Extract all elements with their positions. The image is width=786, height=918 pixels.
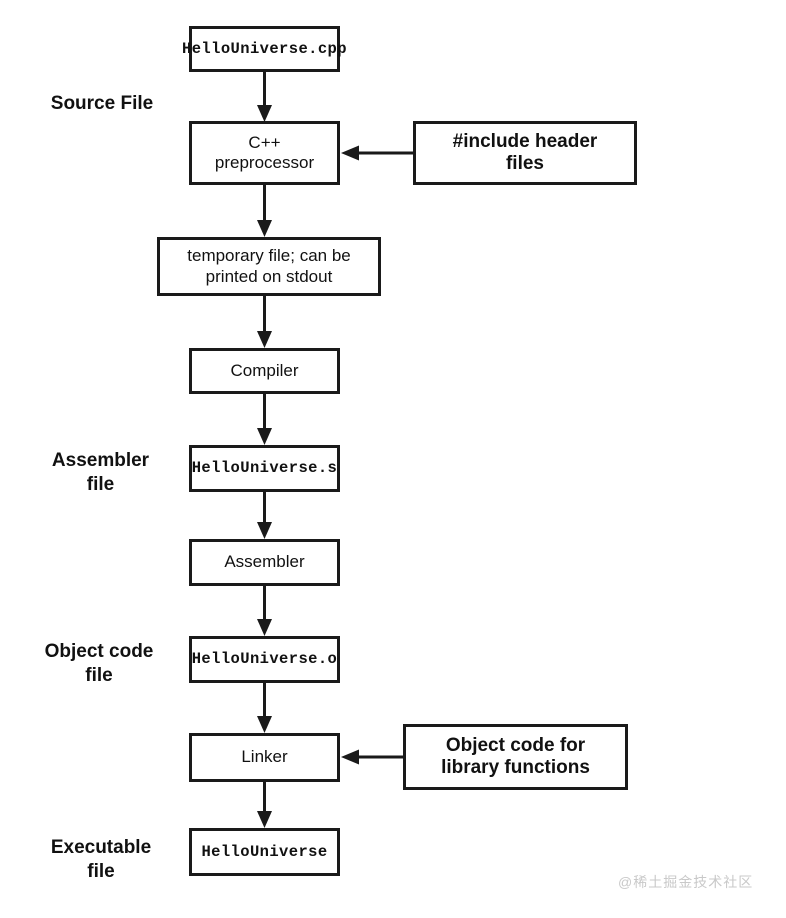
node-label: C++ preprocessor: [214, 132, 315, 172]
node-label: #include header files: [452, 130, 598, 174]
arrow-tempfile-to-compiler: [257, 296, 272, 348]
node-label: Assembler: [224, 552, 305, 572]
node-label: HelloUniverse.s: [191, 459, 338, 478]
arrow-preprocessor-to-tempfile: [257, 185, 272, 237]
node-label: HelloUniverse.o: [191, 650, 338, 669]
node-compiler[interactable]: Compiler: [189, 348, 340, 394]
arrow-assembler-to-objectcode: [257, 586, 272, 636]
node-executable[interactable]: HelloUniverse: [189, 828, 340, 876]
watermark: @稀土掘金技术社区: [618, 874, 754, 890]
arrow-libobject-to-linker: [341, 749, 403, 765]
node-cpp-preprocessor[interactable]: C++ preprocessor: [189, 121, 340, 185]
node-label: Compiler: [230, 360, 299, 380]
node-label: HelloUniverse: [201, 842, 328, 861]
stage-label-object-code-file: Object code file: [44, 641, 154, 686]
stage-label-source-file: Source File: [50, 93, 154, 114]
node-library-object-code[interactable]: Object code for library functions: [403, 724, 628, 790]
node-include-header-files[interactable]: #include header files: [413, 121, 637, 185]
stage-label-executable-file: Executable file: [50, 837, 152, 882]
node-label: Object code for library functions: [441, 734, 590, 778]
arrow-include-to-preprocessor: [341, 145, 413, 161]
node-label: Linker: [241, 747, 288, 767]
node-assembler[interactable]: Assembler: [189, 539, 340, 586]
arrow-assembly-to-assembler: [257, 492, 272, 539]
arrow-linker-to-executable: [257, 782, 272, 828]
arrow-source-to-preprocessor: [257, 72, 272, 122]
node-source-file[interactable]: HelloUniverse.cpp: [182, 26, 347, 72]
node-label: HelloUniverse.cpp: [182, 39, 347, 58]
node-linker[interactable]: Linker: [189, 733, 340, 782]
stage-label-assembler-file: Assembler file: [51, 450, 150, 495]
node-temporary-file[interactable]: temporary file; can be printed on stdout: [157, 237, 381, 296]
arrow-objectcode-to-linker: [257, 683, 272, 733]
node-label: temporary file; can be printed on stdout: [187, 246, 351, 286]
node-assembly-file[interactable]: HelloUniverse.s: [189, 445, 340, 492]
node-object-file[interactable]: HelloUniverse.o: [189, 636, 340, 683]
arrow-compiler-to-assembly: [257, 394, 272, 445]
